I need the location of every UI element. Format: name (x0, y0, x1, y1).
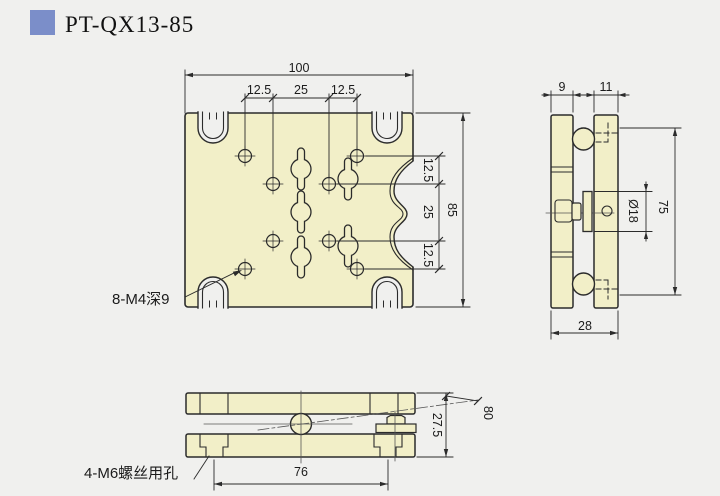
shaft-end (601, 205, 613, 217)
dim-front-right-spacing-1: 12.5 (421, 157, 435, 183)
page-title: PT-QX13-85 (65, 12, 195, 37)
wave-grip-edge-inner (389, 157, 414, 271)
ball-top (571, 127, 596, 151)
notch-edges (199, 392, 399, 415)
dim-side-hole-span: 75 (656, 200, 670, 214)
dim-assembly-height: 27.5 (430, 412, 444, 438)
dim-front-overall-width: 100 (288, 61, 310, 75)
dim-front-top-spacing-3: 12.5 (330, 83, 356, 97)
dim-bottom-hole-span: 76 (294, 465, 308, 479)
dim-side-plate-a: 9 (558, 80, 566, 94)
thread-note: 8-M4深9 (112, 291, 170, 308)
side-dimensions (541, 90, 682, 340)
screw-note: 4-M6螺丝用孔 (84, 465, 179, 482)
m6-counterbores (199, 433, 403, 458)
side-plate-b (593, 114, 619, 309)
bottom-view (185, 390, 483, 491)
knob-collar (571, 202, 582, 221)
knob-flange-end (375, 423, 417, 434)
dim-knob-diameter: Ø18 (626, 199, 640, 223)
m6-leader-line (193, 455, 210, 480)
dim-front-right-spacing-3: 12.5 (421, 242, 435, 268)
m4-leader-arrow (232, 270, 242, 277)
notch-bottom-right (371, 276, 403, 309)
dim-front-top-spacing-2: 25 (294, 83, 308, 97)
rotation-center-line (257, 399, 479, 431)
dim-front-overall-height: 85 (445, 203, 459, 217)
centerlines (203, 390, 479, 464)
notch-top-right (371, 111, 403, 144)
side-plate-a (550, 114, 574, 309)
dim-side-plate-b: 11 (599, 80, 613, 94)
bottom-view-top-plate (185, 392, 416, 415)
bottom-view-base-plate (185, 433, 416, 458)
hidden-holes (595, 122, 620, 300)
keyhole-slots (290, 147, 359, 279)
dim-front-right-spacing-2: 25 (421, 205, 435, 219)
front-dimensions (184, 69, 471, 308)
knob-end-view (375, 414, 417, 434)
notch-bottom-left (197, 276, 229, 309)
dim-rotation-center: 80 (481, 406, 495, 420)
bottom-dimensions (193, 391, 483, 491)
wave-grip-edge (393, 160, 414, 268)
title-bullet (30, 10, 55, 35)
notch-top-left (197, 111, 229, 144)
ball-bottom (571, 272, 596, 296)
rotation-center-dim (445, 395, 479, 402)
wave-grip-cutout (394, 161, 415, 267)
side-view (541, 90, 682, 340)
plate-grooves (550, 166, 574, 258)
knob-assembly (545, 190, 615, 233)
dim-side-total-thickness: 28 (578, 319, 592, 333)
m4-leader-line (184, 271, 237, 298)
knob-flange (582, 190, 593, 233)
front-view (184, 69, 471, 309)
dim-front-top-spacing-1: 12.5 (246, 83, 272, 97)
